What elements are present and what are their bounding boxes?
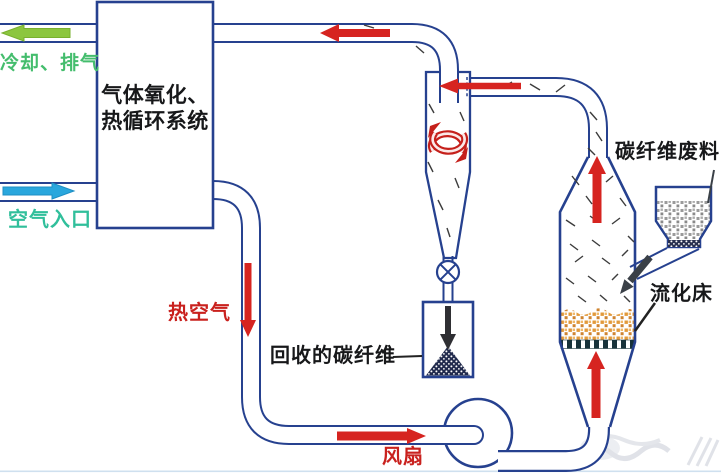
waste-fiber-label: 碳纤维废料 (615, 141, 720, 163)
feed-chute (620, 247, 700, 294)
fluidized-bed-leader-line (633, 302, 657, 332)
gas-oxidation-box-label-line2: 热循环系统 (101, 110, 209, 133)
pipe-reactor-to-cyclone (468, 77, 608, 161)
cyclone-inlet-arrow (439, 78, 521, 94)
fluidized-bed-reactor (558, 156, 637, 428)
air-inlet-arrow (2, 182, 76, 200)
recovered-fiber-leader-line (392, 355, 423, 358)
fluidized-bed-layer (561, 308, 634, 340)
collection-drop-arrow (440, 306, 456, 350)
distributor-plate (560, 339, 635, 349)
rotary-valve (435, 256, 461, 303)
pipe-fan-to-reactor (498, 414, 610, 472)
bottom-border-line (0, 470, 721, 473)
collection-box (392, 300, 475, 379)
hot-air-down-arrow (240, 263, 256, 337)
top-return-arrow (320, 24, 390, 42)
hot-air-label: 热空气 (168, 302, 231, 324)
waste-hopper (654, 169, 715, 249)
fluidized-bed-label: 流化床 (650, 283, 713, 305)
gas-oxidation-box (95, 0, 215, 230)
fan-label: 风扇 (382, 446, 424, 468)
pipe-cyclone-to-box (214, 23, 459, 103)
recovered-fiber-label: 回收的碳纤维 (270, 345, 396, 367)
reactor-upper-up-arrow (588, 156, 606, 223)
feed-chute-arrow (620, 254, 653, 294)
cyclone-separator (424, 70, 472, 260)
reactor-lower-up-arrow (587, 351, 605, 418)
waste-fiber-leader-line (707, 169, 715, 204)
exhaust-arrow (0, 24, 71, 42)
gas-oxidation-box-label: 气体氧化、 热循环系统 (98, 83, 212, 135)
cyclone-vortex-arrows (427, 122, 469, 163)
gas-oxidation-box-label-line1: 气体氧化、 (101, 84, 209, 107)
air-inlet-label: 空气入口 (8, 209, 92, 231)
bottom-flow-arrow (337, 428, 426, 444)
exhaust-label: 冷却、排气 (0, 53, 101, 74)
